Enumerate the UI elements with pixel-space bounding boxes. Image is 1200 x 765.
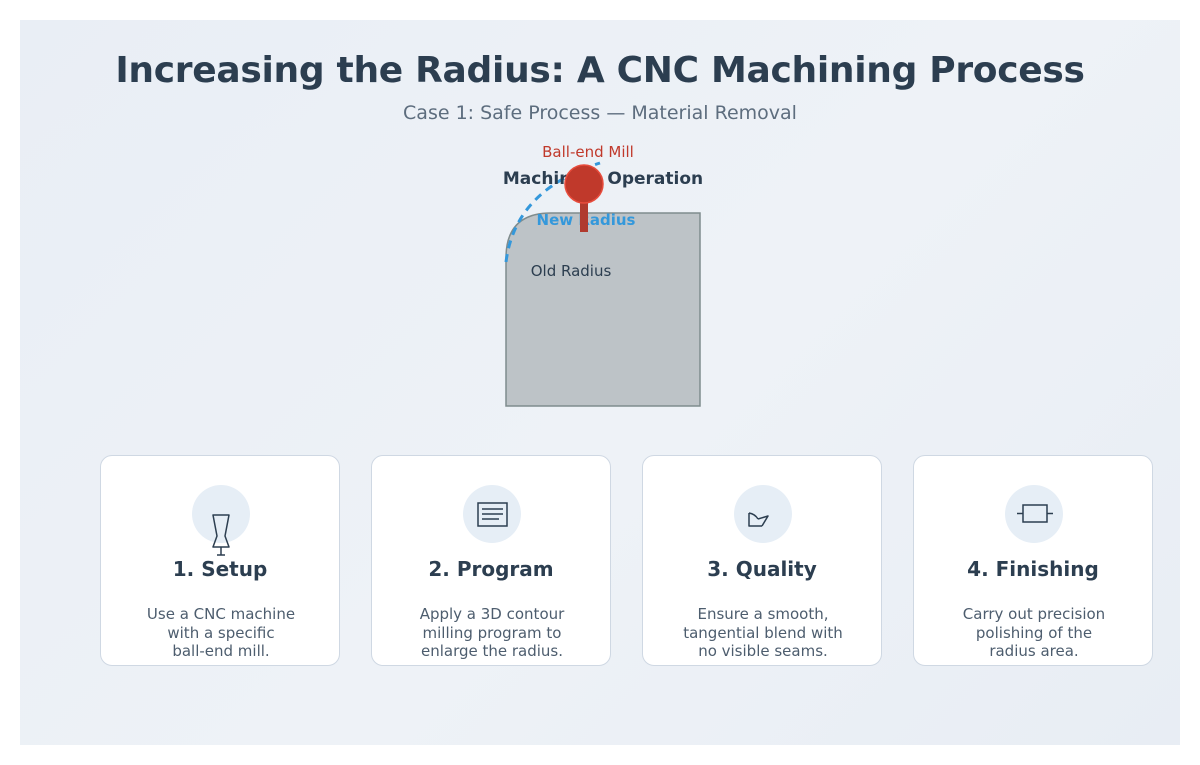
- step-card-quality: 3. Quality Ensure a smooth, tangential b…: [642, 455, 882, 666]
- step-desc-line: with a specific: [167, 623, 275, 642]
- step-description: Use a CNC machine with a specific ball-e…: [121, 605, 321, 661]
- step-description: Apply a 3D contour milling program to en…: [392, 605, 592, 661]
- step-desc-line: Carry out precision: [962, 605, 1106, 623]
- machining-diagram: Ball-end Mill Machining Operation New Ra…: [503, 143, 703, 407]
- step-title: 3. Quality: [707, 557, 817, 581]
- page-title: Increasing the Radius: A CNC Machining P…: [115, 50, 1085, 91]
- icon-badge: [192, 485, 250, 543]
- step-title: 4. Finishing: [967, 557, 1099, 581]
- workpiece: [505, 212, 701, 407]
- step-desc-line: ball-end mill.: [172, 642, 270, 660]
- step-desc-line: no visible seams.: [698, 642, 828, 660]
- step-desc-line: Ensure a smooth,: [697, 605, 829, 623]
- ball-end-mill-icon: [564, 164, 604, 232]
- step-description: Carry out precision polishing of the rad…: [934, 605, 1134, 661]
- page-subtitle: Case 1: Safe Process — Material Removal: [403, 102, 797, 124]
- step-card-setup: 1. Setup Use a CNC machine with a specif…: [100, 455, 340, 666]
- step-desc-line: radius area.: [989, 642, 1079, 660]
- program-document-icon: [477, 502, 508, 527]
- old-radius-label: Old Radius: [531, 262, 612, 280]
- step-desc-line: Use a CNC machine: [146, 605, 296, 623]
- ball-end-mill-label: Ball-end Mill: [542, 143, 634, 161]
- step-desc-line: enlarge the radius.: [420, 642, 564, 660]
- step-desc-line: milling program to: [422, 623, 562, 642]
- step-card-finishing: 4. Finishing Carry out precision polishi…: [913, 455, 1153, 666]
- step-title: 2. Program: [428, 557, 554, 581]
- polishing-pad-icon: [1017, 504, 1053, 523]
- step-desc-line: polishing of the: [975, 623, 1093, 642]
- step-title: 1. Setup: [172, 557, 268, 581]
- icon-badge: [734, 485, 792, 543]
- step-description: Ensure a smooth, tangential blend with n…: [663, 605, 863, 661]
- quality-check-icon: [748, 512, 769, 527]
- mill-tool-icon: [212, 514, 230, 556]
- step-card-program: 2. Program Apply a 3D contour milling pr…: [371, 455, 611, 666]
- step-desc-line: Apply a 3D contour: [419, 605, 565, 623]
- step-desc-line: tangential blend with: [683, 623, 843, 642]
- icon-badge: [1005, 485, 1063, 543]
- new-radius-path: [504, 161, 601, 263]
